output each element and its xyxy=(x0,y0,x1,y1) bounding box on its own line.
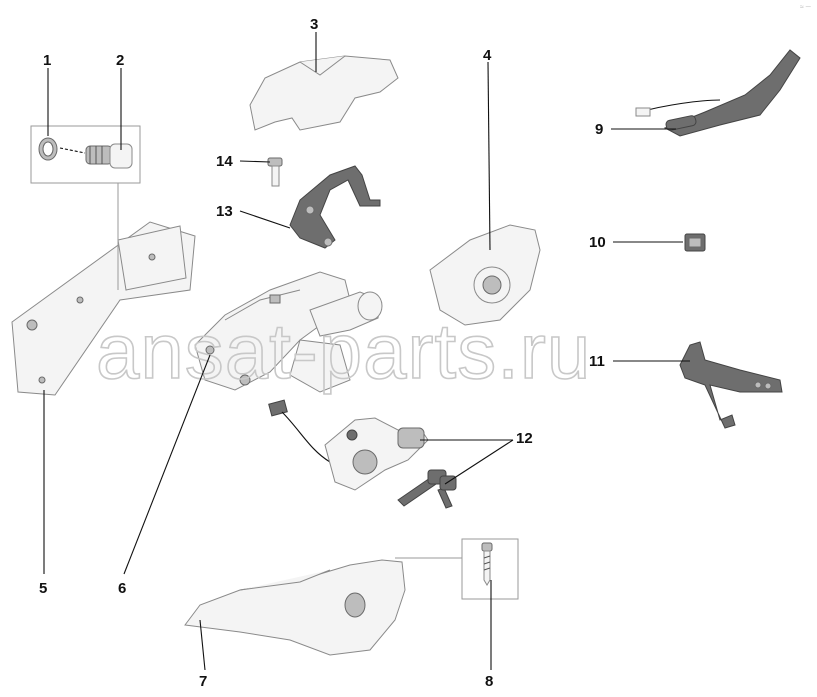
part-ignition-switch xyxy=(268,399,429,491)
part-airbag-cover xyxy=(429,224,541,326)
callout-7: 7 xyxy=(199,673,207,690)
callout-12: 12 xyxy=(516,430,533,447)
callout-4: 4 xyxy=(483,47,492,64)
part-upper-shroud xyxy=(249,55,399,131)
callout-8: 8 xyxy=(485,673,493,690)
callout-13: 13 xyxy=(216,203,233,220)
callout-3: 3 xyxy=(310,16,318,33)
callout-labels: 1 2 3 4 5 6 7 8 9 10 11 12 13 14 xyxy=(39,16,606,690)
part-screw xyxy=(481,542,493,586)
part-lock-cylinder xyxy=(59,143,133,169)
leader-lines xyxy=(43,32,690,671)
callout-10: 10 xyxy=(589,234,606,251)
callout-14: 14 xyxy=(216,153,233,170)
callout-1: 1 xyxy=(43,52,51,69)
part-turn-signal-stalk xyxy=(635,49,801,137)
callout-5: 5 xyxy=(39,580,47,597)
part-mount-bracket xyxy=(289,165,381,249)
detail-box-1-2 xyxy=(30,125,141,184)
part-wiper-stalk xyxy=(679,341,783,429)
part-small-switch xyxy=(684,233,706,252)
part-column-bracket xyxy=(11,221,196,396)
callout-6: 6 xyxy=(118,580,126,597)
detail-box-8 xyxy=(461,538,519,600)
callout-2: 2 xyxy=(116,52,124,69)
watermark: ansat-parts.ru xyxy=(96,307,591,395)
callout-11: 11 xyxy=(589,353,605,370)
part-bolt xyxy=(267,157,283,187)
corner-mark: ≈ ─ xyxy=(800,4,811,11)
callout-9: 9 xyxy=(595,121,603,138)
part-ring xyxy=(38,137,58,161)
part-steering-column xyxy=(194,271,383,393)
part-lower-shroud xyxy=(184,559,406,656)
part-keys xyxy=(397,469,457,509)
